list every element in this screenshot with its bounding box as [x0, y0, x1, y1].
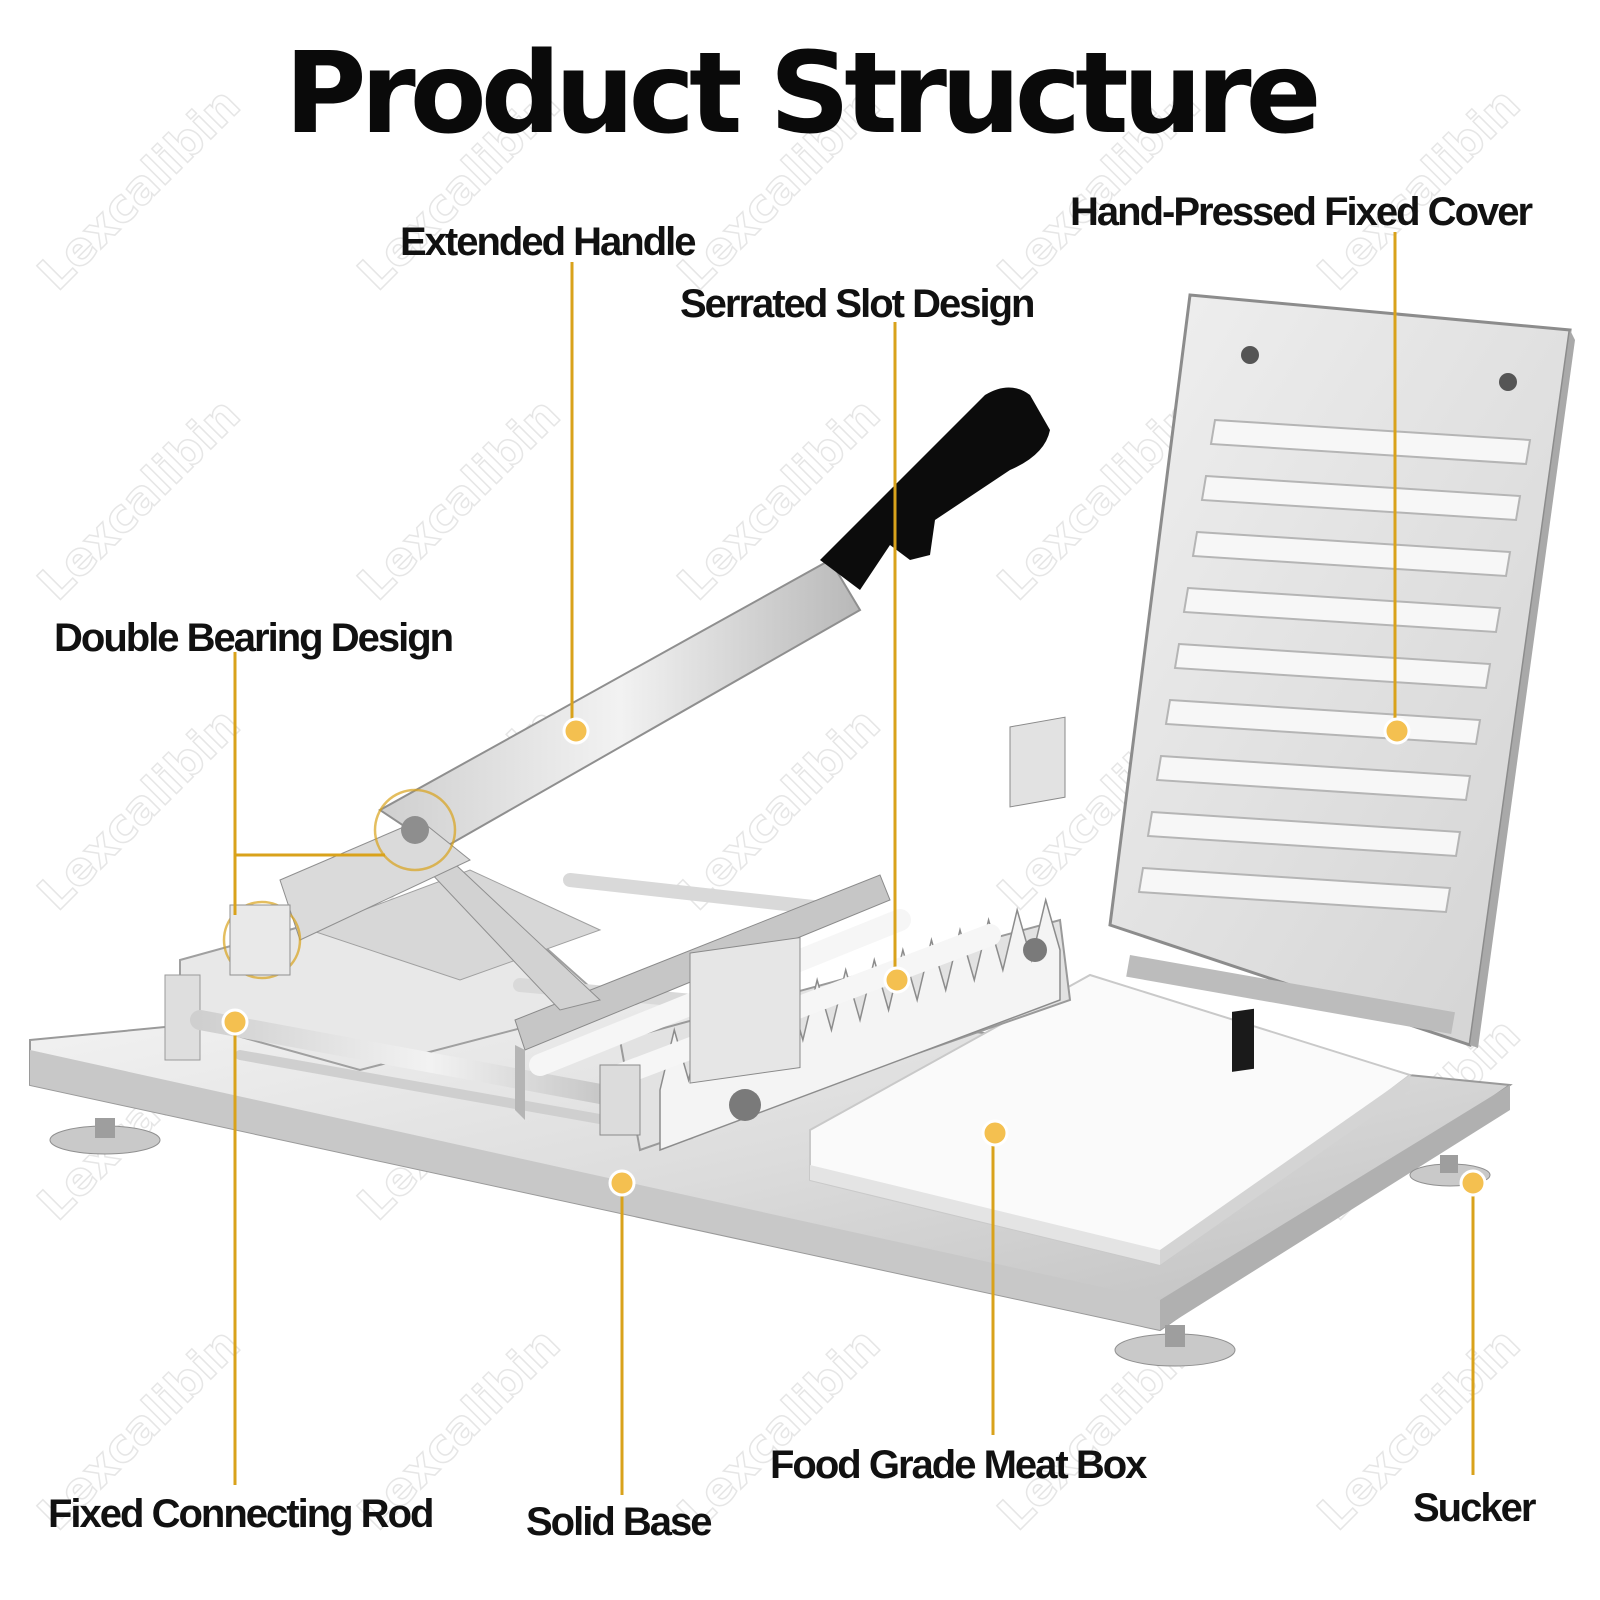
- cover-slat: [1191, 530, 1512, 578]
- marker-hand-pressed-fixed-cover: [1383, 717, 1411, 745]
- label-sucker: Sucker: [1413, 1486, 1536, 1530]
- label-serrated-slot-design: Serrated Slot Design: [680, 282, 1035, 326]
- sucker-feet: [49, 1118, 1491, 1367]
- marker-food-grade-meat-box: [981, 1119, 1009, 1147]
- marker-extended-handle: [562, 717, 590, 745]
- marker-fixed-connecting-rod: [221, 1008, 249, 1036]
- label-food-grade-meat-box: Food Grade Meat Box: [770, 1443, 1147, 1487]
- fixed-cover: [1108, 293, 1575, 1048]
- label-double-bearing-design: Double Bearing Design: [54, 616, 454, 660]
- marker-sucker: [1459, 1169, 1487, 1197]
- leader-double-bearing-design: [233, 652, 385, 857]
- marker-serrated-slot-design: [883, 966, 911, 994]
- page-title: Product Structure: [284, 29, 1321, 159]
- cover-slat: [1173, 642, 1492, 690]
- label-solid-base: Solid Base: [526, 1500, 713, 1544]
- cover-slat: [1137, 866, 1452, 914]
- marker-solid-base: [608, 1169, 636, 1197]
- cover-slat: [1146, 810, 1462, 858]
- handle-arm: [222, 387, 1050, 1011]
- label-hand-pressed-fixed-cover: Hand-Pressed Fixed Cover: [1070, 190, 1533, 234]
- label-extended-handle: Extended Handle: [400, 220, 697, 264]
- label-fixed-connecting-rod: Fixed Connecting Rod: [48, 1492, 434, 1536]
- cover-slat: [1155, 754, 1472, 802]
- cover-slat: [1200, 474, 1522, 522]
- blade-carriage: [514, 716, 1072, 1152]
- cover-slat: [1209, 418, 1532, 466]
